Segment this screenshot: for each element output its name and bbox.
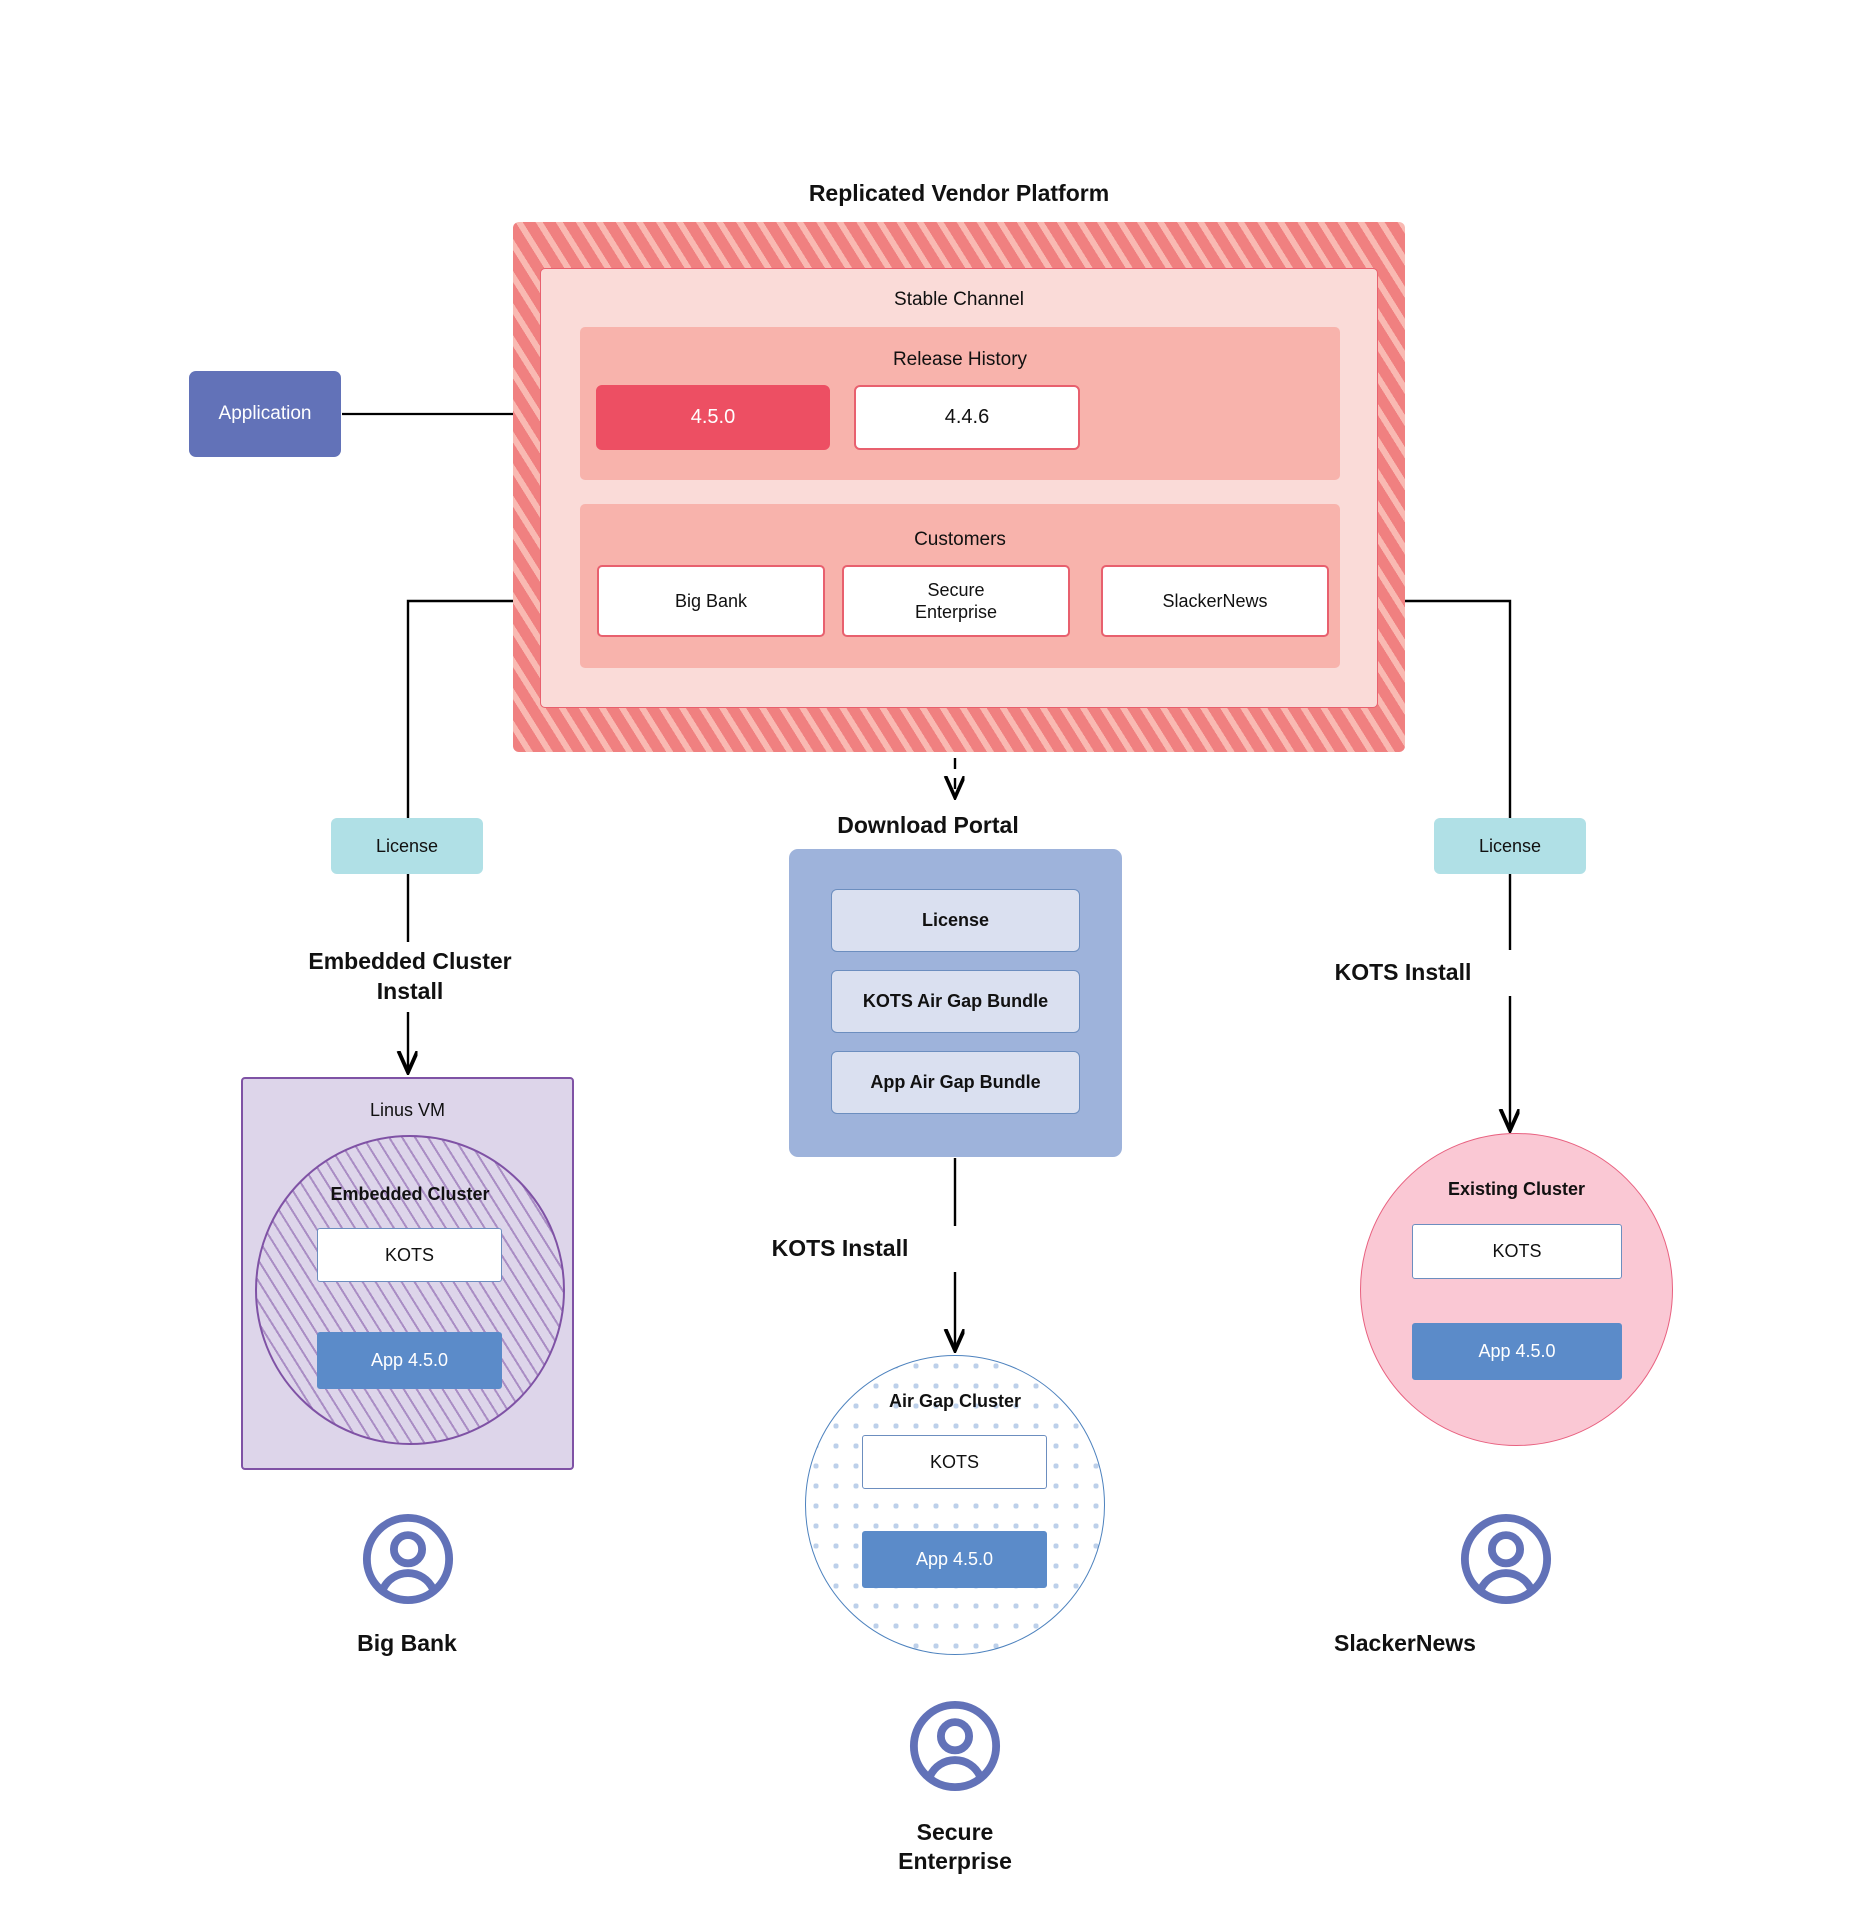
license-chip-right[interactable]: License: [1434, 818, 1586, 874]
customer-card-slackernews[interactable]: SlackerNews: [1101, 565, 1329, 637]
user-avatar-icon: [909, 1700, 1001, 1792]
portal-item-app-air-gap-bundle[interactable]: App Air Gap Bundle: [831, 1051, 1080, 1114]
embedded-cluster-circle: [255, 1135, 565, 1445]
license-chip-left[interactable]: License: [331, 818, 483, 874]
persona-label-slackernews: SlackerNews: [1334, 1629, 1476, 1656]
avatar-secure-enterprise: [908, 1699, 1002, 1793]
existing-cluster-kots-box[interactable]: KOTS: [1412, 1224, 1622, 1279]
stable-channel-title: Stable Channel: [894, 289, 1024, 310]
embedded-cluster-kots-box[interactable]: KOTS: [317, 1228, 502, 1282]
air-gap-cluster-title: Air Gap Cluster: [888, 1390, 1022, 1411]
step-label-kots-install-middle: KOTS Install: [771, 1235, 909, 1262]
embedded-cluster-title: Embedded Cluster: [330, 1183, 490, 1204]
linux-vm-title: Linus VM: [369, 1099, 446, 1120]
step-label-kots-install-right: KOTS Install: [1334, 959, 1472, 986]
air-gap-cluster-circle: [805, 1355, 1105, 1655]
persona-label-big-bank: Big Bank: [357, 1629, 457, 1656]
customer-card-big-bank[interactable]: Big Bank: [597, 565, 825, 637]
release-history-title: Release History: [892, 349, 1028, 370]
existing-cluster-circle: [1360, 1133, 1673, 1446]
user-avatar-icon: [1460, 1513, 1552, 1605]
portal-item-license[interactable]: License: [831, 889, 1080, 952]
release-card-previous[interactable]: 4.4.6: [854, 385, 1080, 450]
page-title: Replicated Vendor Platform: [808, 179, 1110, 206]
embedded-cluster-app-box[interactable]: App 4.5.0: [317, 1332, 502, 1389]
customers-title: Customers: [914, 529, 1006, 550]
release-card-current[interactable]: 4.5.0: [596, 385, 830, 450]
avatar-slackernews: [1459, 1512, 1553, 1606]
portal-item-kots-air-gap-bundle[interactable]: KOTS Air Gap Bundle: [831, 970, 1080, 1033]
air-gap-cluster-kots-box[interactable]: KOTS: [862, 1435, 1047, 1489]
air-gap-cluster-app-box[interactable]: App 4.5.0: [862, 1531, 1047, 1588]
application-node[interactable]: Application: [189, 371, 341, 457]
user-avatar-icon: [362, 1513, 454, 1605]
avatar-big-bank: [361, 1512, 455, 1606]
existing-cluster-app-box[interactable]: App 4.5.0: [1412, 1323, 1622, 1380]
existing-cluster-title: Existing Cluster: [1447, 1178, 1586, 1199]
download-portal-title: Download Portal: [837, 811, 1019, 838]
